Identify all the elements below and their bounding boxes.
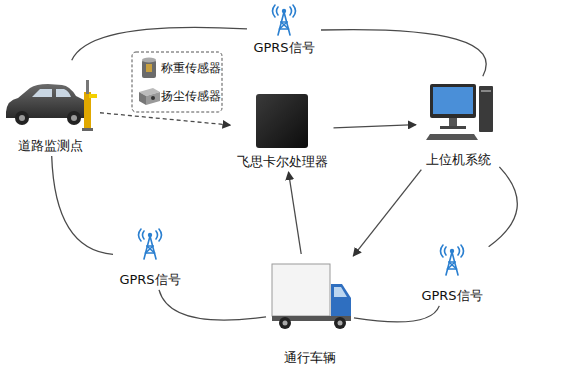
computer-node: 上位机系统 <box>418 78 498 168</box>
truck-icon <box>272 264 351 329</box>
node-label: GPRS信号 <box>119 272 180 288</box>
sensor-node: 扬尘传感器 <box>137 84 223 108</box>
weight-sensor-icon <box>142 58 156 79</box>
car-gate-icon <box>6 80 97 131</box>
node-label: GPRS信号 <box>421 288 482 304</box>
node-label: 通行车辆 <box>284 350 336 366</box>
computer-icon <box>426 84 493 140</box>
signal-arc <box>72 27 247 60</box>
flow-arrow <box>353 170 421 257</box>
sensor-group-frame <box>132 52 222 112</box>
processor-chip <box>256 94 308 148</box>
flow-arrow <box>100 113 231 125</box>
node-label: 飞思卡尔处理器 <box>237 154 328 170</box>
node-label: 称重传感器 <box>161 60 221 76</box>
signal-arc <box>354 306 439 322</box>
dust-sensor-icon <box>139 88 160 105</box>
node-label: 道路监测点 <box>18 138 83 154</box>
node-label: 扬尘传感器 <box>161 88 221 104</box>
antenna-icon <box>139 229 162 259</box>
antenna-icon <box>441 245 464 275</box>
signal-arc <box>52 156 113 254</box>
node-label: 上位机系统 <box>426 152 491 168</box>
flow-arrow <box>333 125 416 128</box>
antenna-node: GPRS信号 <box>249 6 319 56</box>
antenna-icon <box>273 5 296 35</box>
vehicle-node: 通行车辆 <box>268 256 352 366</box>
antenna-node: GPRS信号 <box>115 226 185 288</box>
signal-arc <box>159 290 266 320</box>
signal-arc <box>321 30 486 77</box>
processor-node: 飞思卡尔处理器 <box>233 90 332 170</box>
antenna-node: GPRS信号 <box>417 242 487 304</box>
sensor-node: 称重传感器 <box>137 56 223 80</box>
flow-arrow <box>288 172 301 254</box>
signal-arc <box>489 167 518 247</box>
monitor-point-node: 道路监测点 <box>2 62 98 154</box>
node-label: GPRS信号 <box>253 40 314 56</box>
